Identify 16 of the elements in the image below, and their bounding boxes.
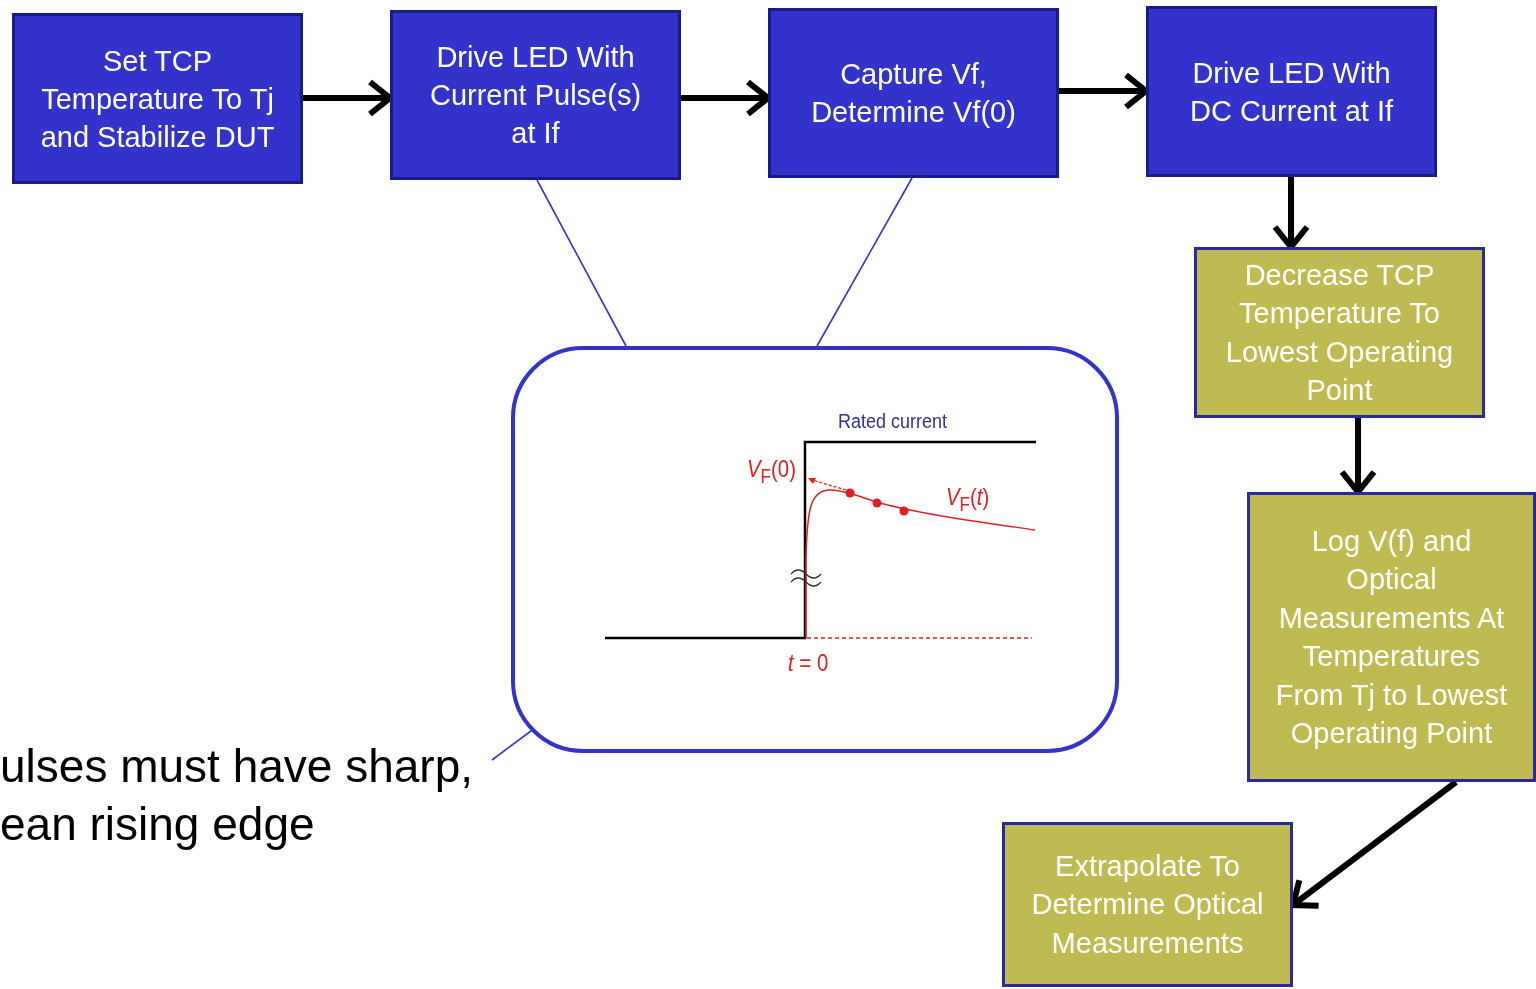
curve-label: V$_{F}$(0) <box>747 456 796 487</box>
connector-line <box>816 177 913 347</box>
process-box: Drive LED With Current Pulse(s) at If <box>390 10 681 180</box>
connector-line <box>536 179 627 347</box>
process-box: Decrease TCP Temperature To Lowest Operating Point <box>1194 247 1485 418</box>
axis-label: Rated current <box>838 410 948 432</box>
note-text: ulses must have sharp, ean rising edge <box>0 737 492 853</box>
process-box: Log V(f) and Optical Measurements At Temperatures From Tj to Lowest Operating Point <box>1247 492 1536 782</box>
curve-label: V$_{F}$(t) <box>946 484 990 515</box>
process-box: Drive LED With DC Current at If <box>1146 6 1437 177</box>
axis-label: t = 0 <box>788 650 829 677</box>
inset-panel <box>511 346 1119 753</box>
connector-line <box>491 730 532 761</box>
process-box: Extrapolate To Determine Optical Measurements <box>1002 822 1293 987</box>
process-box: Set TCP Temperature To Tj and Stabilize DUT <box>12 13 303 184</box>
process-box: Capture Vf, Determine Vf(0) <box>768 8 1059 178</box>
